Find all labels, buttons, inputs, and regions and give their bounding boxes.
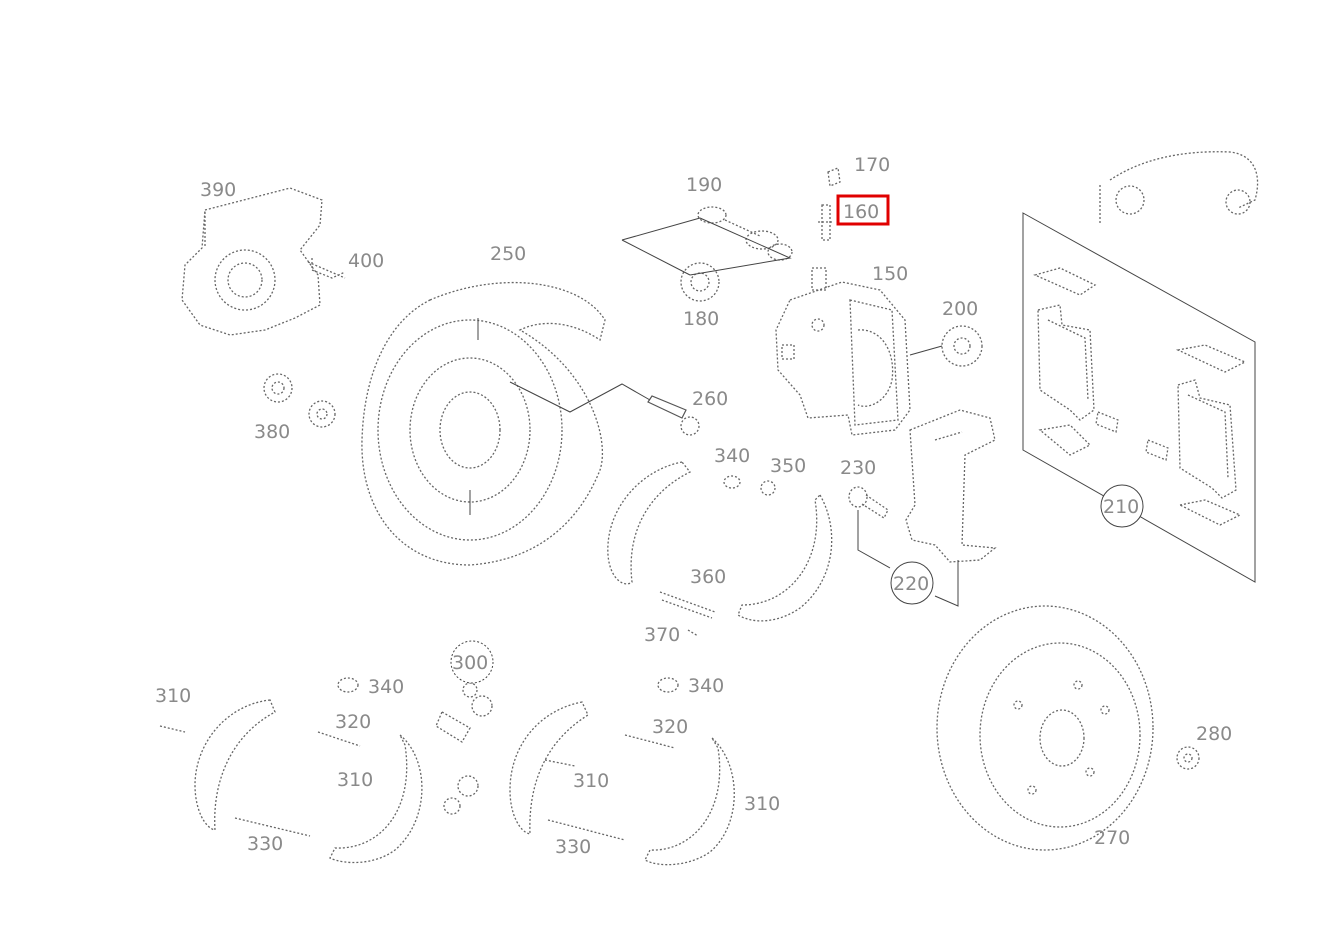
part-360-spring[interactable] — [659, 591, 716, 619]
label-250[interactable]: 250 — [490, 243, 526, 265]
part-310-shoe-3[interactable] — [509, 701, 589, 835]
part-340-spring-right[interactable] — [657, 677, 679, 693]
label-340-left[interactable]: 340 — [368, 676, 404, 698]
label-270[interactable]: 270 — [1094, 827, 1130, 849]
callout-circle-300 — [450, 640, 494, 684]
label-230[interactable]: 230 — [840, 457, 876, 479]
part-280-screw[interactable] — [1176, 746, 1200, 770]
part-160-bleeder-screw[interactable] — [818, 204, 834, 241]
part-170-cap[interactable] — [827, 167, 841, 187]
label-350[interactable]: 350 — [770, 455, 806, 477]
label-190[interactable]: 190 — [686, 174, 722, 196]
label-310-4[interactable]: 310 — [744, 793, 780, 815]
leader-220 — [857, 510, 959, 607]
label-360[interactable]: 360 — [690, 566, 726, 588]
part-400-bolt[interactable] — [307, 258, 346, 279]
part-260-bolt[interactable] — [647, 395, 700, 436]
part-310-shoe-2[interactable] — [329, 734, 423, 864]
label-320-1[interactable]: 320 — [335, 711, 371, 733]
part-330-spring-1[interactable] — [234, 817, 311, 837]
label-320-2[interactable]: 320 — [652, 716, 688, 738]
label-310-2[interactable]: 310 — [337, 769, 373, 791]
part-210-brake-pad-set[interactable] — [1022, 212, 1256, 583]
part-390-steering-knuckle[interactable] — [181, 187, 323, 336]
part-190-bleeder-parts[interactable] — [697, 206, 793, 261]
label-400[interactable]: 400 — [348, 250, 384, 272]
callout-circle-210 — [1100, 484, 1144, 528]
label-220[interactable]: 220 — [893, 573, 929, 595]
part-310-shoe-4[interactable] — [644, 737, 735, 866]
part-320-spring-2[interactable] — [624, 734, 676, 749]
label-160[interactable]: 160 — [843, 201, 879, 223]
label-340-right[interactable]: 340 — [688, 675, 724, 697]
part-220-caliper-carrier[interactable] — [905, 409, 997, 563]
leader-260 — [509, 381, 651, 413]
label-210[interactable]: 210 — [1103, 496, 1139, 518]
part-guide-spring[interactable] — [1099, 151, 1259, 225]
leader-200 — [909, 345, 943, 356]
label-380[interactable]: 380 — [254, 421, 290, 443]
part-200-dust-cap[interactable] — [941, 325, 983, 367]
label-280[interactable]: 280 — [1196, 723, 1232, 745]
part-330-spring-2[interactable] — [547, 819, 626, 841]
part-300-adjuster[interactable] — [435, 682, 493, 815]
highlight-box-160 — [836, 194, 890, 226]
label-300[interactable]: 300 — [452, 652, 488, 674]
label-340-center[interactable]: 340 — [714, 445, 750, 467]
part-250-backing-plate[interactable] — [361, 281, 606, 566]
label-260[interactable]: 260 — [692, 388, 728, 410]
label-330-2[interactable]: 330 — [555, 836, 591, 858]
part-shoe-right-center[interactable] — [737, 493, 833, 622]
label-150[interactable]: 150 — [872, 263, 908, 285]
part-shoe-left-center[interactable] — [607, 461, 692, 585]
callout-circle-220 — [890, 561, 934, 605]
part-230-bolt[interactable] — [848, 486, 889, 519]
part-380-hub-parts[interactable] — [263, 373, 336, 428]
part-340-spring-left[interactable] — [337, 677, 359, 693]
part-270-brake-disc[interactable] — [936, 605, 1154, 851]
part-320-spring-1[interactable] — [317, 731, 361, 747]
label-330-1[interactable]: 330 — [247, 833, 283, 855]
leader-190-180 — [621, 217, 792, 276]
label-310-3[interactable]: 310 — [573, 770, 609, 792]
part-370-spring[interactable] — [687, 629, 699, 637]
label-170[interactable]: 170 — [854, 154, 890, 176]
part-310-shoe-1[interactable] — [159, 699, 276, 831]
label-370[interactable]: 370 — [644, 624, 680, 646]
label-310-1[interactable]: 310 — [155, 685, 191, 707]
part-340-spring-center[interactable] — [723, 475, 741, 489]
label-180[interactable]: 180 — [683, 308, 719, 330]
label-200[interactable]: 200 — [942, 298, 978, 320]
part-180-seal[interactable] — [680, 262, 720, 302]
part-150-brake-caliper[interactable] — [775, 267, 911, 436]
label-390[interactable]: 390 — [200, 179, 236, 201]
part-350-retainer[interactable] — [760, 480, 776, 496]
